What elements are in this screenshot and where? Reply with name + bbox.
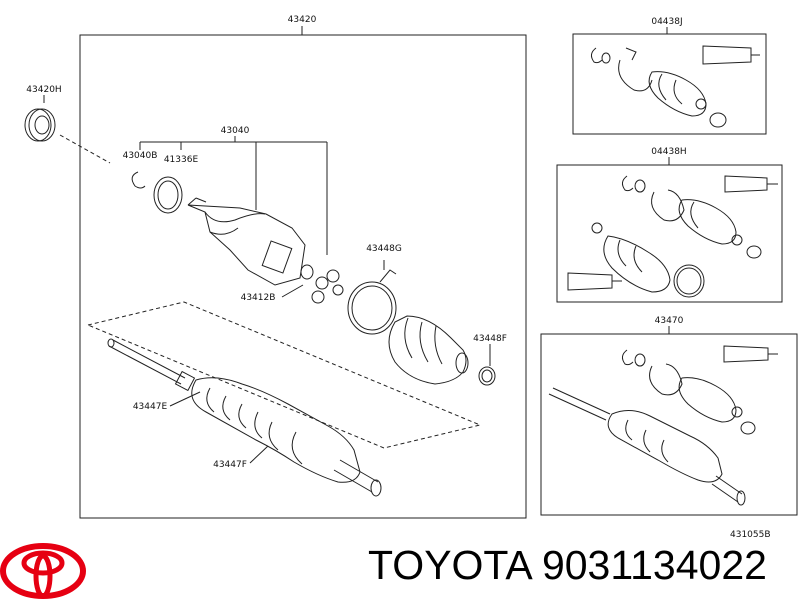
label-clamp-small: 43448F: [473, 334, 507, 344]
tripod-part: [281, 264, 344, 304]
label-shaft-assy: 43470: [655, 316, 684, 326]
label-hub-seal: 43420H: [26, 85, 61, 95]
seal-ring-part: [153, 176, 183, 214]
part-number: 9031134022: [541, 542, 767, 588]
label-clip: 43040B: [123, 151, 158, 161]
label-seal-ring: 41336E: [164, 155, 199, 165]
kit-j-frame: [572, 33, 767, 135]
clamp-small-part: [478, 344, 496, 386]
brand-part-number-line: TOYOTA 9031134022: [368, 542, 767, 589]
label-outer-joint-set: 43040: [221, 126, 250, 136]
label-kit-j: 04438J: [651, 17, 682, 27]
shaft-assy-frame: [540, 333, 798, 516]
brand-name: TOYOTA: [368, 542, 531, 588]
kit-j-parts: [590, 45, 760, 128]
label-main-assembly: 43420: [288, 15, 317, 25]
clamp-large-part: [347, 260, 397, 335]
boot-part: [388, 315, 469, 385]
outer-joint-housing: [187, 197, 306, 286]
shaft-assy-parts: [548, 345, 778, 506]
label-kit-h: 04438H: [651, 147, 686, 157]
main-assembly-frame: [79, 34, 527, 519]
label-inner-boot: 43447E: [133, 402, 168, 412]
toyota-logo-icon: [0, 543, 86, 599]
outer-joint-bracket: [139, 136, 328, 255]
drive-shaft-part: [107, 338, 382, 497]
clip-part: [131, 171, 146, 189]
label-outer-boot: 43447F: [213, 460, 247, 470]
label-tripod: 43412B: [241, 293, 276, 303]
label-clamp-large: 43448G: [366, 244, 402, 254]
kit-h-parts: [567, 175, 778, 298]
hub-seal-part: [24, 95, 111, 164]
diagram-code: 431055B: [730, 530, 771, 540]
shaft-outline: [86, 301, 482, 449]
